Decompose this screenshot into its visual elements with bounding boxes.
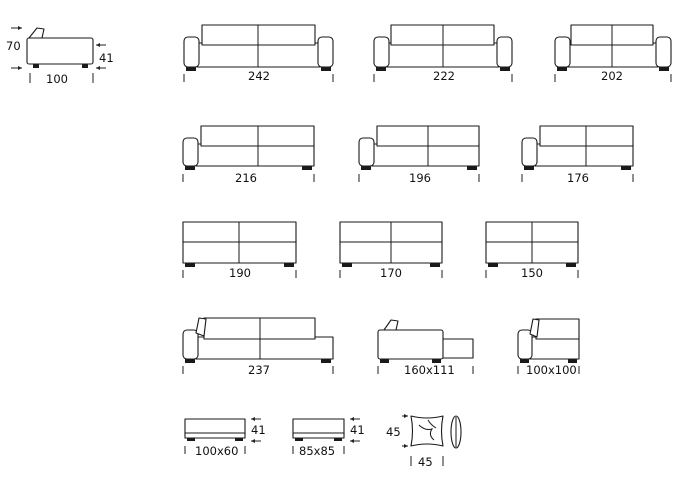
sofa-222-label: 222 [433, 69, 455, 83]
sofa-222: 222 [373, 24, 513, 83]
cushion-height-label: 45 [386, 425, 401, 439]
chaise-237-label: 237 [248, 363, 270, 377]
sofa-196-label: 196 [409, 171, 431, 185]
side-foot-right [82, 64, 88, 68]
sofa-150-label: 150 [521, 266, 543, 280]
cushion: 45 45 [386, 414, 462, 469]
sofa-190: 190 [182, 221, 297, 280]
sofa-196: 196 [358, 125, 480, 185]
pouf-100x60-height-label: 41 [251, 423, 266, 437]
sofa-242: 242 [183, 24, 334, 83]
sofa-202: 202 [554, 24, 672, 83]
pouf-100x60: 41 100x60 [184, 417, 266, 458]
sofa-190-label: 190 [229, 266, 251, 280]
pouf-100x60-label: 100x60 [195, 444, 238, 458]
sofa-170: 170 [339, 221, 443, 280]
pouf-85x85-label: 85x85 [299, 444, 335, 458]
sofa-150: 150 [485, 221, 579, 280]
sofa-176-label: 176 [567, 171, 589, 185]
sofa-176: 176 [521, 125, 634, 185]
side-height-label: 70 [6, 39, 21, 53]
chaise-100x100: 100x100 [517, 318, 580, 377]
sofa-216: 216 [182, 125, 315, 185]
side-seat-height-label: 41 [99, 51, 114, 65]
chaise-237: 237 [182, 317, 334, 377]
sofa-216-label: 216 [235, 171, 257, 185]
side-foot-left [33, 64, 39, 68]
cushion-width-label: 45 [418, 455, 433, 469]
pouf-85x85: 41 85x85 [292, 417, 365, 458]
chaise-100x100-label: 100x100 [526, 363, 577, 377]
sofa-170-label: 170 [380, 266, 402, 280]
side-view: 70 41 100 [6, 26, 114, 86]
sofa-202-label: 202 [601, 69, 623, 83]
chaise-160x111: 160x111 [377, 319, 474, 377]
chaise-160x111-label: 160x111 [404, 363, 455, 377]
pouf-85x85-height-label: 41 [350, 423, 365, 437]
side-seat-body [26, 37, 94, 65]
sofa-242-label: 242 [248, 69, 270, 83]
side-backrest [28, 27, 45, 39]
side-depth-label: 100 [46, 72, 68, 86]
